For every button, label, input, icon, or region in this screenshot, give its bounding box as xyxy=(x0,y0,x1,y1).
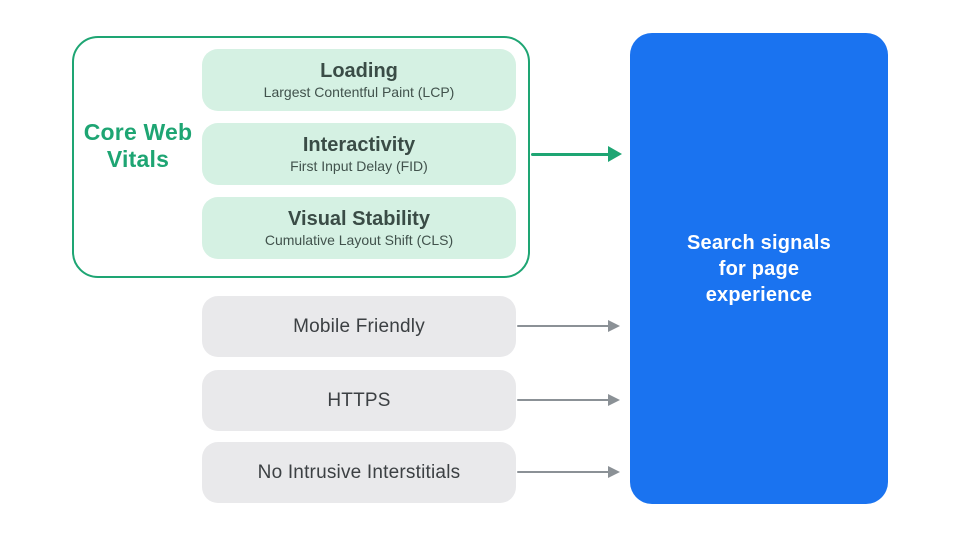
https-pill: HTTPS xyxy=(202,370,516,431)
interactivity-subtitle: First Input Delay (FID) xyxy=(290,158,428,174)
visual-stability-title: Visual Stability xyxy=(288,208,430,230)
mobile-friendly-pill: Mobile Friendly xyxy=(202,296,516,357)
loading-pill: Loading Largest Contentful Paint (LCP) xyxy=(202,49,516,111)
https-label: HTTPS xyxy=(327,389,391,411)
loading-subtitle: Largest Contentful Paint (LCP) xyxy=(263,84,455,100)
search-signals-box: Search signals for page experience xyxy=(630,33,888,504)
no-intrusive-interstitials-pill: No Intrusive Interstitials xyxy=(202,442,516,503)
no-intrusive-interstitials-label: No Intrusive Interstitials xyxy=(257,461,461,483)
arrow-right-icon xyxy=(608,394,620,406)
interactivity-pill: Interactivity First Input Delay (FID) xyxy=(202,123,516,185)
core-web-vitals-label: Core Web Vitals xyxy=(83,119,193,172)
no-intrusive-interstitials-arrow xyxy=(517,471,609,473)
https-arrow xyxy=(517,399,609,401)
arrow-right-icon xyxy=(608,466,620,478)
arrow-right-icon xyxy=(608,146,622,162)
loading-title: Loading xyxy=(320,60,398,82)
visual-stability-pill: Visual Stability Cumulative Layout Shift… xyxy=(202,197,516,259)
mobile-friendly-arrow xyxy=(517,325,609,327)
core-web-vitals-arrow xyxy=(531,153,611,156)
visual-stability-subtitle: Cumulative Layout Shift (CLS) xyxy=(264,232,454,248)
arrow-right-icon xyxy=(608,320,620,332)
search-signals-label: Search signals for page experience xyxy=(687,231,831,306)
mobile-friendly-label: Mobile Friendly xyxy=(293,315,425,337)
interactivity-title: Interactivity xyxy=(302,134,416,156)
